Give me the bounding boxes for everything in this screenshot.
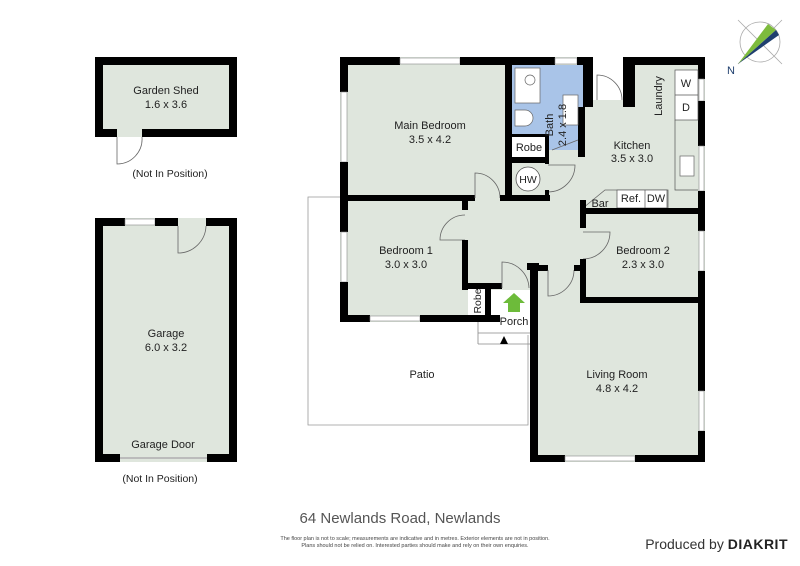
- room-dims: 3.0 x 3.0: [385, 259, 427, 271]
- svg-text:Bar: Bar: [591, 198, 608, 210]
- room-dims: 4.8 x 4.2: [596, 383, 638, 395]
- room-labels: Main Bedroom 3.5 x 4.2 Bath 2.4 x 1.8 Ro…: [379, 76, 692, 395]
- svg-text:Laundry: Laundry: [653, 76, 665, 116]
- svg-text:Porch: Porch: [500, 316, 529, 328]
- room-name: Bath: [544, 114, 556, 137]
- room-name: Main Bedroom: [394, 120, 466, 132]
- svg-text:Patio: Patio: [409, 369, 434, 381]
- credit: Produced by DIAKRIT: [645, 536, 788, 552]
- room-name: Kitchen: [614, 140, 651, 152]
- room-dims: 2.3 x 3.0: [622, 259, 664, 271]
- position-note: (Not In Position): [132, 168, 207, 180]
- entry-arrow-icon: [503, 293, 525, 312]
- disclaimer: The floor plan is not to scale; measurem…: [280, 536, 550, 549]
- garage-door-label: Garage Door: [131, 439, 195, 451]
- svg-text:HW: HW: [519, 174, 537, 186]
- patio: Patio: [307, 196, 529, 426]
- room-name: Bedroom 2: [616, 245, 670, 257]
- room-dims: 1.6 x 3.6: [145, 99, 187, 111]
- room-name: Garage: [148, 328, 185, 340]
- svg-text:Ref.: Ref.: [621, 193, 641, 205]
- room-dims: 2.4 x 1.8: [557, 104, 569, 146]
- svg-text:Robe: Robe: [516, 142, 542, 154]
- bath-fixtures: [514, 67, 579, 192]
- position-note: (Not In Position): [122, 473, 197, 485]
- room-dims: 3.5 x 4.2: [409, 134, 451, 146]
- svg-text:N: N: [727, 65, 735, 77]
- svg-text:D: D: [682, 102, 690, 114]
- compass-icon: N: [727, 19, 783, 77]
- svg-text:DW: DW: [647, 193, 666, 205]
- room-name: Living Room: [586, 369, 647, 381]
- room-dims: 6.0 x 3.2: [145, 342, 187, 354]
- room-name: Garden Shed: [133, 85, 198, 97]
- room-name: Bedroom 1: [379, 245, 433, 257]
- garden-shed: Garden Shed 1.6 x 3.6 (Not In Position): [95, 57, 237, 180]
- room-dims: 3.5 x 3.0: [611, 153, 653, 165]
- property-address: 64 Newlands Road, Newlands: [299, 510, 501, 527]
- svg-text:Robe: Robe: [472, 288, 484, 313]
- walls: [340, 57, 705, 462]
- svg-text:W: W: [681, 78, 692, 90]
- garage: Garage 6.0 x 3.2 Garage Door (Not In Pos…: [95, 218, 237, 485]
- brand-logo: DIAKRIT: [727, 536, 788, 552]
